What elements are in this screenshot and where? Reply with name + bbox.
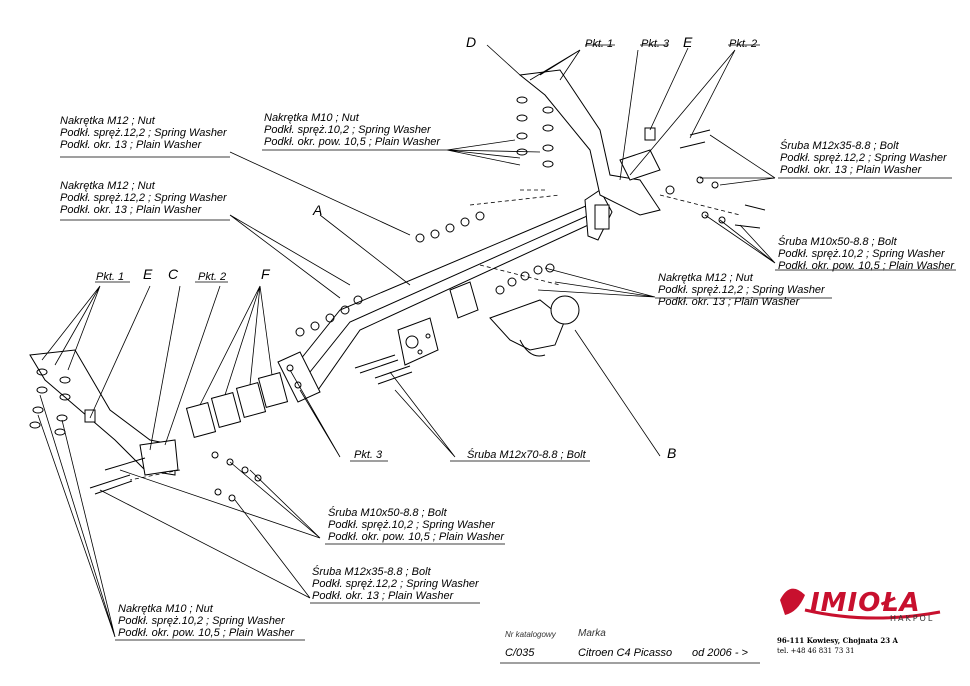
brand-label: Marka [578,628,606,639]
vehicle-name: Citroen C4 Picasso [578,647,673,659]
label-pkt2-left: Pkt. 2 [198,271,227,283]
label-pkt1-top: Pkt. 1 [585,38,614,50]
bolt-m12x70-a [354,354,399,374]
left-bracket [29,349,176,476]
label-pkt3-bottom: Pkt. 3 [354,449,383,461]
f-plate-4 [257,372,289,408]
left-end-plate [277,351,321,403]
label-pkt1-left: Pkt. 1 [96,271,125,283]
catalog-value: C/035 [505,647,535,659]
label-a: A [313,202,323,218]
label-pkt3-top: Pkt. 3 [641,38,670,50]
catalog-label: Nr katalogowy [505,630,556,639]
tow-ball [550,295,580,325]
label-f: F [261,266,270,282]
company-phone: tel. +48 46 831 73 31 [777,647,855,655]
right-bracket [518,69,661,216]
company-address: 96-111 Kowiesy, Chojnata 23 A [777,636,898,645]
top-fastener-stack [516,96,656,168]
label-e-top: E [683,34,693,50]
callout-bolt-m12x70: Śruba M12x70-8.8 ; Bolt [467,449,586,461]
label-pkt2-top: Pkt. 2 [729,38,758,50]
bolt-m12x70-b [374,365,413,385]
label-e-left: E [143,266,153,282]
label-b: B [667,445,677,461]
ball-mount [489,299,566,351]
company-logo-sub: HAKPOL [890,614,935,623]
f-plate-2 [210,392,242,428]
left-fastener-stack [29,368,96,436]
f-plate-3 [235,382,267,418]
vehicle-year: od 2006 - > [692,647,748,659]
label-d: D [466,34,477,50]
company-logo: IMIOŁA [810,588,921,618]
label-c-left: C [168,266,179,282]
logo-swoosh [780,588,805,615]
f-plate-1 [185,402,217,438]
